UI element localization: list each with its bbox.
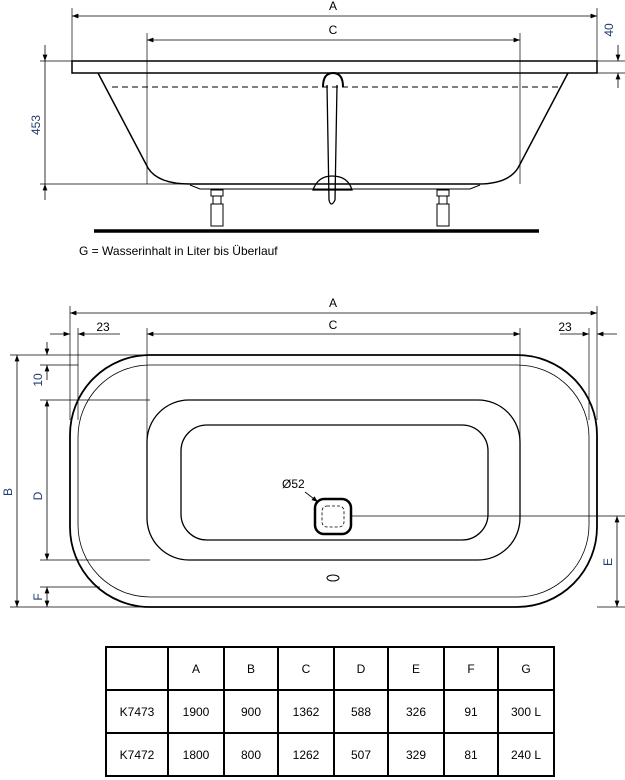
table-row: K7473 1900 900 1362 588 326 91 300 L — [105, 689, 555, 734]
label-a-side: A — [329, 0, 337, 13]
bathtub-basin — [97, 72, 569, 185]
table-header-cell: G — [497, 646, 555, 691]
table-header-cell — [105, 646, 169, 691]
table-header-cell: D — [333, 646, 389, 691]
bathtub-outer-outline — [69, 354, 598, 608]
label-10: 10 — [31, 373, 45, 387]
table-row: K7472 1800 800 1262 507 329 81 240 L — [105, 732, 555, 777]
table-cell: 300 L — [497, 689, 555, 734]
waste-fitting — [312, 175, 353, 191]
table-cell: 91 — [443, 689, 499, 734]
table-cell: 240 L — [497, 732, 555, 777]
adjustable-foot-left — [210, 189, 224, 227]
table-cell: 1800 — [167, 732, 225, 777]
table-cell: 1900 — [167, 689, 225, 734]
table-header-cell: E — [387, 646, 445, 691]
table-cell: 1262 — [277, 732, 335, 777]
water-volume-note: G = Wasserinhalt in Liter bis Überlauf — [79, 244, 278, 258]
label-c-side: C — [329, 23, 338, 37]
table-cell: 900 — [223, 689, 279, 734]
technical-drawing: A C 453 40 G = Wasserinhalt in Liter bis… — [1, 0, 625, 608]
table-cell: 507 — [333, 732, 389, 777]
bathtub-rim — [71, 60, 598, 74]
table-cell: 800 — [223, 732, 279, 777]
table-cell: 326 — [387, 689, 445, 734]
drain-pipe — [326, 84, 338, 205]
model-cell: K7473 — [105, 689, 169, 734]
label-c-top: C — [329, 318, 338, 332]
bathtub-floor-outline — [180, 424, 489, 541]
dimensions-table: A B C D E F G K7473 1900 900 1362 588 32… — [105, 646, 555, 777]
model-cell: K7472 — [105, 732, 169, 777]
top-view — [10, 306, 625, 608]
drain-diameter-label: Ø52 — [282, 477, 305, 491]
label-b: B — [1, 488, 15, 496]
table-header-cell: B — [223, 646, 279, 691]
adjustable-foot-right — [436, 189, 450, 227]
table-header-cell: F — [443, 646, 499, 691]
label-e: E — [601, 558, 615, 566]
drain-icon — [313, 497, 353, 536]
label-height: 453 — [29, 115, 43, 135]
table-cell: 81 — [443, 732, 499, 777]
label-left-offset: 23 — [96, 320, 110, 334]
label-f: F — [31, 593, 45, 600]
overflow-fitting — [322, 71, 344, 88]
table-cell: 1362 — [277, 689, 335, 734]
table-cell: 329 — [387, 732, 445, 777]
bathtub-basin-outline — [146, 399, 521, 561]
label-d: D — [31, 491, 45, 500]
table-header-cell: C — [277, 646, 335, 691]
side-view — [40, 8, 625, 233]
table-header-row: A B C D E F G — [105, 646, 555, 691]
label-rim: 40 — [602, 23, 616, 37]
table-header-cell: A — [167, 646, 225, 691]
overflow-icon — [326, 574, 340, 582]
table-cell: 588 — [333, 689, 389, 734]
label-right-offset: 23 — [558, 320, 572, 334]
label-a-top: A — [329, 296, 337, 310]
bathtub-rim-inner — [77, 364, 590, 598]
